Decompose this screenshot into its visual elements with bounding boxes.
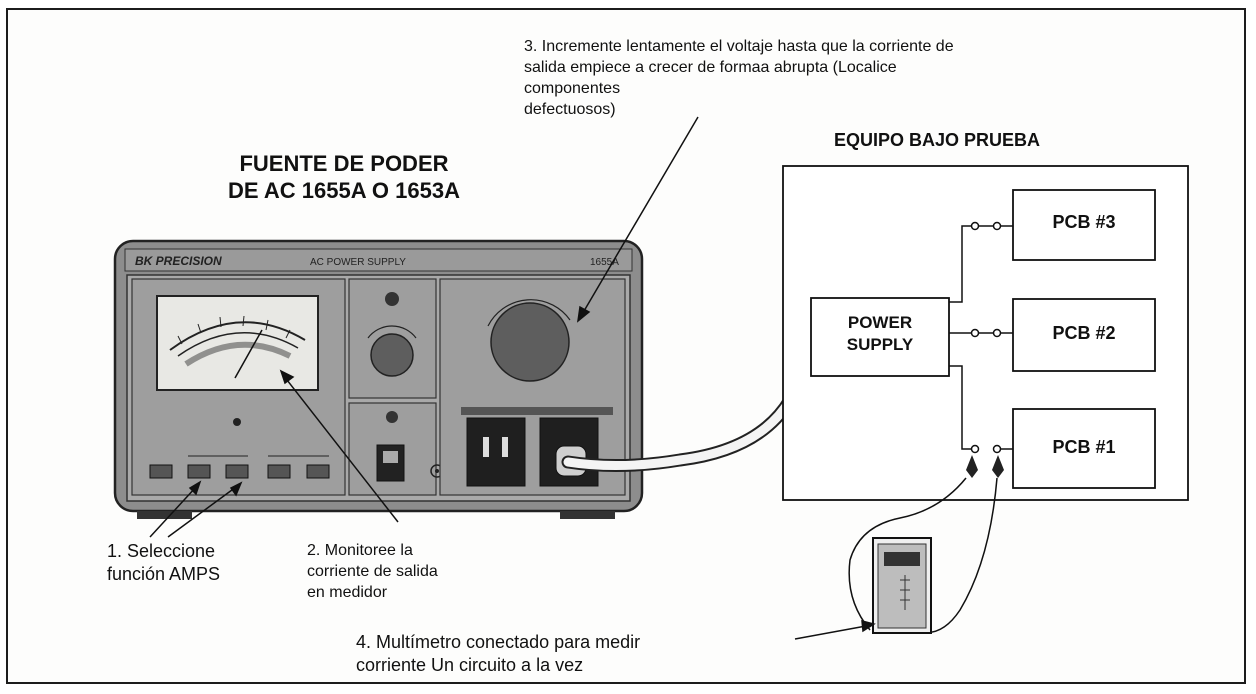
power-supply-box-label: POWER SUPPLY [846,313,914,354]
callout-arrows [149,116,876,640]
step-3-note: 3. Incremente lentamente el voltaje hast… [524,38,954,118]
unisolated-outlet [466,417,526,487]
equipment-under-test [782,165,1189,501]
current-meter [156,295,319,391]
model-label: 1655A [590,257,619,268]
multimeter [848,477,998,634]
supply-title: FUENTE DE PODER DE AC 1655A O 1653A [228,151,460,203]
pcb-1-label: PCB #1 [1052,437,1116,457]
brand-label: BK PRECISION [135,254,222,268]
step-4-note: 4. Multímetro conectado para medir corri… [356,632,641,675]
device-name-label: AC POWER SUPPLY [310,257,406,268]
step-1-note: 1. Seleccione función AMPS [107,541,221,584]
step-2-note: 2. Monitoree la corriente de salida en m… [307,542,438,601]
pcb-3-label: PCB #3 [1052,212,1116,232]
pcb-3-box [1012,189,1156,261]
ac-volts-knob [490,302,570,382]
pcb-2-label: PCB #2 [1052,323,1116,343]
power-supply-box [810,297,950,377]
equipment-title: EQUIPO BAJO PRUEBA [834,130,1041,150]
meter-function-buttons [149,455,330,479]
ac-power-supply-device: BK PRECISION AC POWER SUPPLY 1655A [113,239,644,519]
pcb-2-box [1012,298,1156,372]
